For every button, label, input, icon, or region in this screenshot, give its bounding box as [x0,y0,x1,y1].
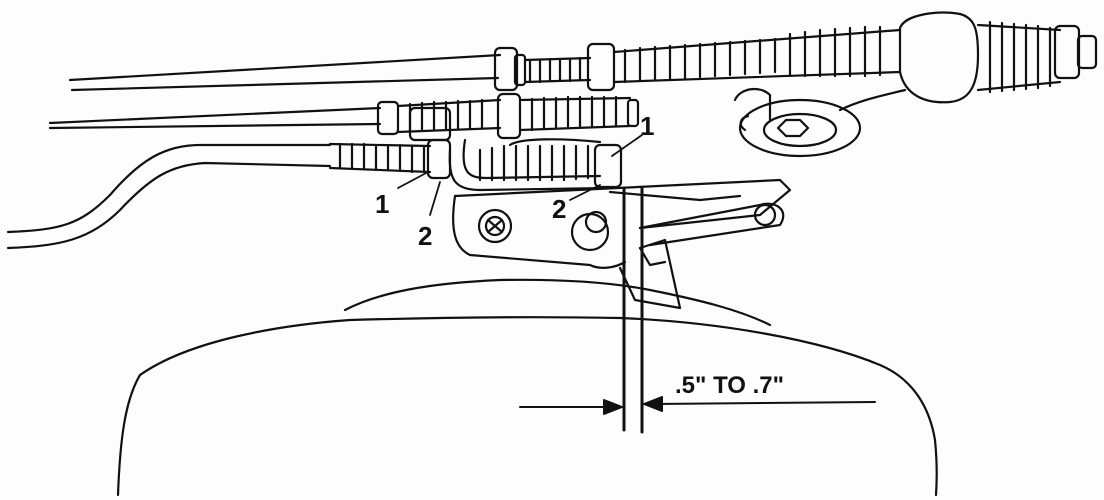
upper-linkage [733,87,907,158]
middle-cable [48,92,640,140]
dimension-arrows [519,396,876,415]
lower-cable [6,106,452,250]
callout-leaders [397,134,643,216]
return-cable-loop [448,138,623,192]
gap-reference-lines [622,186,644,434]
callout-2-left: 2 [418,221,432,251]
callout-1-upper: 1 [640,111,654,141]
callout-2-center: 2 [552,194,566,224]
top-cable [68,11,1098,104]
housing-body [116,316,938,497]
housing-top-dome [343,278,772,327]
mounting-bracket [452,178,792,310]
gap-dimension-label: .5" TO .7" [675,372,784,399]
top-cable-threads [528,25,882,84]
callout-1-left: 1 [375,189,389,219]
